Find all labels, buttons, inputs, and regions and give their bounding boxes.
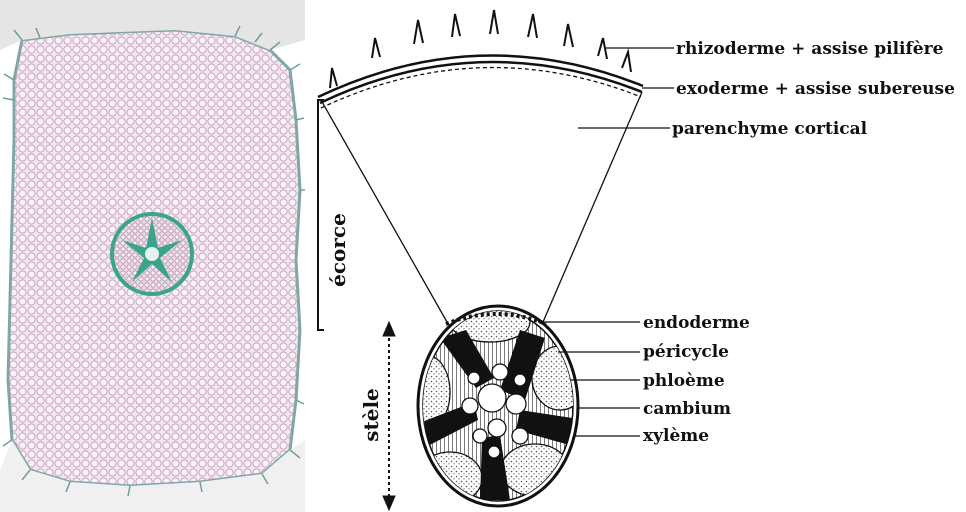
label-pericycle: péricycle	[643, 342, 729, 362]
stele-extent-arrow	[383, 322, 395, 510]
label-xyleme: xylème	[643, 426, 709, 446]
label-phloeme: phloème	[643, 371, 725, 391]
label-ecorce: écorce	[326, 213, 350, 287]
root-hair-spikes	[330, 10, 631, 88]
label-cambium: cambium	[643, 399, 731, 419]
label-rhizoderme: rhizoderme + assise pilifère	[676, 39, 944, 59]
cortex-wedge	[318, 56, 643, 322]
label-endoderme: endoderme	[643, 313, 750, 333]
label-exoderme: exoderme + assise subereuse	[676, 79, 955, 99]
label-stele: stèle	[359, 388, 383, 442]
label-parenchyme: parenchyme cortical	[672, 119, 868, 139]
ecorce-bracket	[318, 100, 324, 330]
micrograph-panel	[0, 0, 305, 512]
schematic-panel: rhizoderme + assise pilifère exoderme + …	[318, 10, 955, 510]
stele-diagram	[406, 302, 588, 506]
